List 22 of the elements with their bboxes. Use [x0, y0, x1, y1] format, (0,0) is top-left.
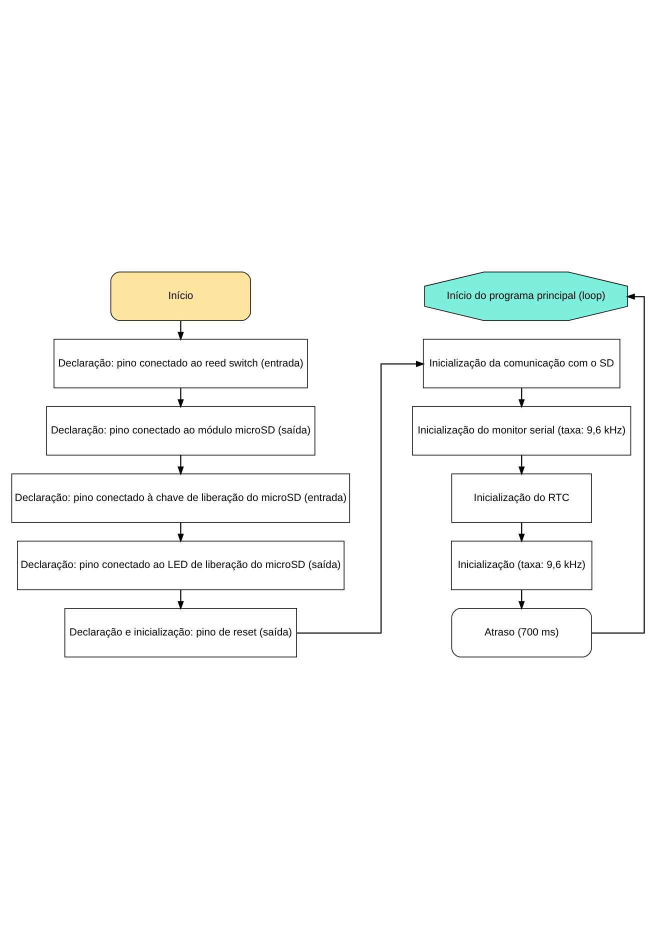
arrow [178, 522, 184, 543]
arrow [178, 320, 184, 341]
node-box: Declaração e inicialização: pino de reset (saída) [64, 608, 297, 658]
arrow [592, 294, 645, 634]
node-box: Inicialização do RTC [451, 473, 592, 523]
arrow [518, 388, 525, 408]
node-box: Declaração: pino conectado à chave de liberação do microSD (entrada) [11, 473, 350, 523]
arrow [518, 455, 525, 476]
arrow [178, 590, 184, 610]
arrow [518, 522, 525, 543]
node-box: Declaração: pino conectado ao LED de liberação do microSD (saída) [17, 540, 344, 590]
node-box: Inicialização (taxa: 9,6 kHz) [450, 540, 592, 590]
node-box: Declaração: pino conectado ao módulo microSD (saída) [46, 406, 316, 456]
node-box: Declaração: pino conectado ao reed switch (entrada) [54, 338, 308, 388]
node-box: Inicialização da comunicação com o SD [422, 338, 620, 388]
node-box: Inicialização do monitor serial (taxa: 9,6 kHz) [412, 406, 632, 456]
node-box: Atraso (700 ms) [451, 608, 592, 658]
arrow [296, 360, 425, 634]
arrow [178, 388, 184, 408]
node-box: Início [110, 272, 251, 321]
arrow [178, 455, 184, 476]
arrow [518, 590, 525, 610]
